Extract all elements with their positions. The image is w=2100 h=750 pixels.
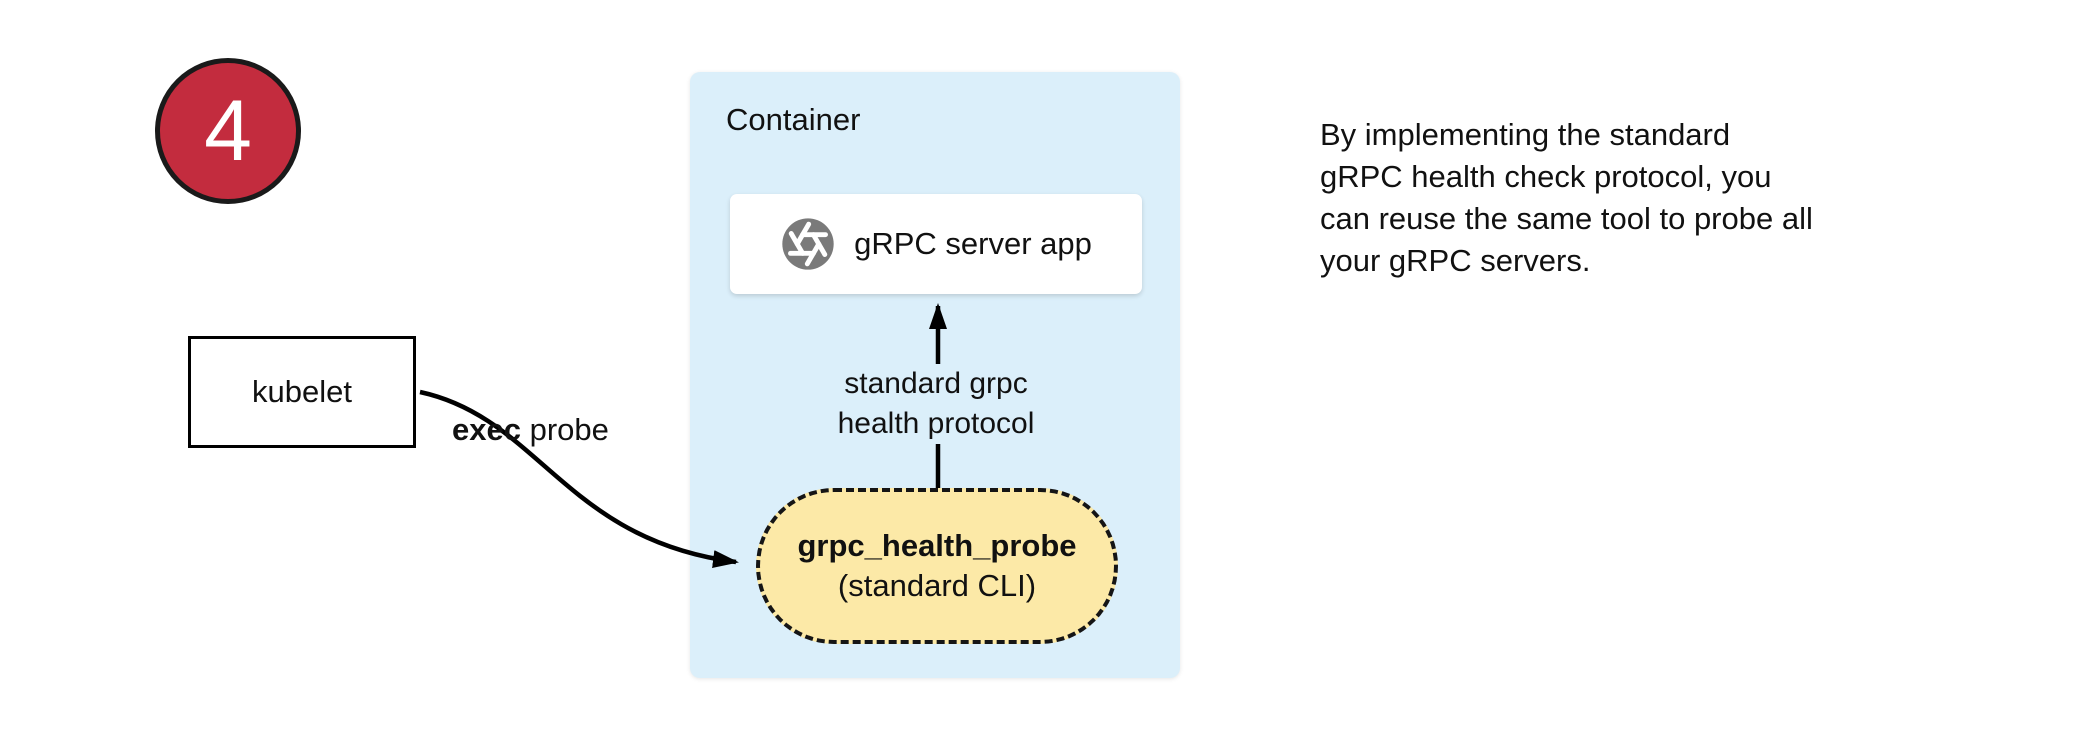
step-number: 4 xyxy=(204,83,252,179)
step-number-badge: 4 xyxy=(155,58,301,204)
grpc-health-probe-name: grpc_health_probe xyxy=(797,528,1077,563)
exec-probe-label-bold: exec xyxy=(452,412,521,447)
caption-line-4: your gRPC servers. xyxy=(1320,243,1591,278)
grpc-health-probe-box: grpc_health_probe (standard CLI) xyxy=(756,488,1118,644)
exec-probe-label-rest: probe xyxy=(520,412,609,447)
container-box: Container gRPC server app st xyxy=(690,72,1180,678)
caption-line-2: gRPC health check protocol, you xyxy=(1320,159,1772,194)
kubelet-label: kubelet xyxy=(252,374,352,409)
grpc-server-app-label: gRPC server app xyxy=(854,226,1092,261)
caption-text: By implementing the standard gRPC health… xyxy=(1320,114,1813,282)
kubelet-box: kubelet xyxy=(188,336,416,448)
health-protocol-label: standard grpc health protocol xyxy=(780,364,1092,444)
grpc-app-icon xyxy=(780,216,836,272)
caption-line-1: By implementing the standard xyxy=(1320,117,1731,152)
health-protocol-label-line1: standard grpc xyxy=(844,367,1028,400)
grpc-health-probe-subtitle: (standard CLI) xyxy=(837,568,1037,603)
exec-probe-label: exec probe xyxy=(452,412,609,448)
container-label: Container xyxy=(726,102,861,137)
caption-line-3: can reuse the same tool to probe all xyxy=(1320,201,1813,236)
grpc-server-app-box: gRPC server app xyxy=(730,194,1142,294)
health-protocol-label-line2: health protocol xyxy=(837,407,1035,440)
